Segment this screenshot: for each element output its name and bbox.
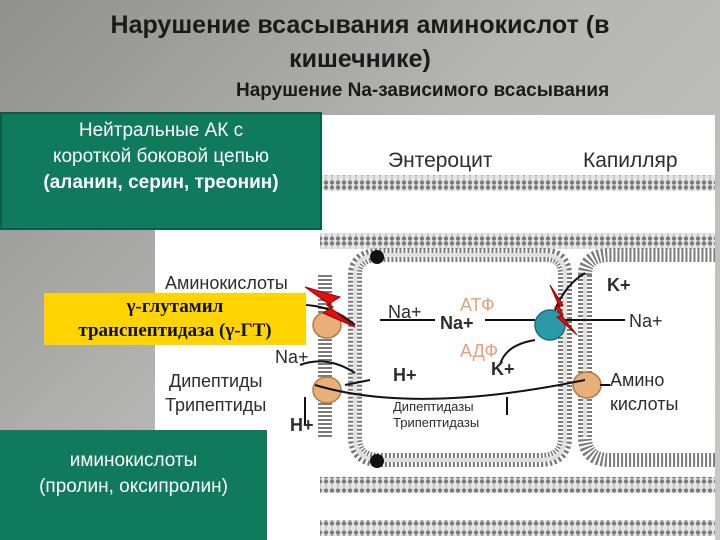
imino-acids-box: иминокислоты (пролин, оксипролин): [0, 430, 267, 540]
label-na-left: Na+: [275, 347, 309, 367]
lightning-right-icon: [549, 284, 578, 336]
junction-dot-bottom: [370, 454, 384, 468]
aa-exit-carrier: [572, 371, 602, 399]
label-atf: АТФ: [460, 295, 495, 315]
slide-subtitle: Нарушение Na-зависимого всасывания: [236, 80, 610, 101]
enzyme-line-2: транспептидаза (γ-ГТ): [78, 320, 272, 341]
label-adf: АДФ: [460, 341, 499, 361]
label-dipeptidases: Дипептидазы: [393, 399, 474, 414]
diagram-svg: [294, 175, 715, 536]
imino-line-2: (пролин, оксипролин): [39, 476, 228, 497]
label-capillary: Капилляр: [583, 149, 678, 172]
lower-membrane: [320, 477, 715, 536]
label-dipeptides: Дипептиды: [169, 371, 263, 391]
label-k-top: K+: [607, 275, 631, 295]
lightning-left-icon: [304, 286, 356, 328]
label-amino-right-2: кислоты: [610, 394, 679, 414]
label-amino-acids: Аминокислоты: [165, 273, 288, 293]
enzyme-line-1: γ-глутамил: [126, 296, 224, 317]
enzyme-box: γ-глутамил транспептидаза (γ-ГТ): [44, 293, 306, 345]
junction-dot-top: [370, 250, 384, 264]
slide-title: Нарушение всасывания аминокислот (в кише…: [110, 11, 610, 73]
label-h-low: H+: [290, 415, 314, 435]
label-enterocyte: Энтероцит: [388, 149, 493, 172]
label-tripeptides: Трипептиды: [165, 395, 267, 415]
neutral-aa-line-1: Нейтральные АК с: [78, 120, 244, 141]
label-na-mid2: Na+: [440, 313, 474, 333]
label-na-mid: Na+: [388, 302, 422, 322]
label-na-right: Na+: [629, 311, 663, 331]
h-peptide-carrier: [312, 376, 342, 404]
imino-line-1: иминокислоты: [69, 450, 198, 471]
enterocyte-membrane: [318, 248, 715, 467]
label-tripeptidases: Трипептидазы: [393, 415, 480, 430]
label-amino-right-1: Амино: [610, 370, 665, 390]
upper-membrane: [320, 175, 715, 249]
label-k-mid: K+: [491, 359, 515, 379]
label-h-mid: H+: [393, 365, 417, 385]
neutral-aa-box: Нейтральные АК с короткой боковой цепью …: [0, 112, 322, 230]
neutral-aa-line-2: короткой боковой цепью: [52, 146, 270, 167]
neutral-aa-line-3: (аланин, серин, треонин): [43, 172, 279, 193]
